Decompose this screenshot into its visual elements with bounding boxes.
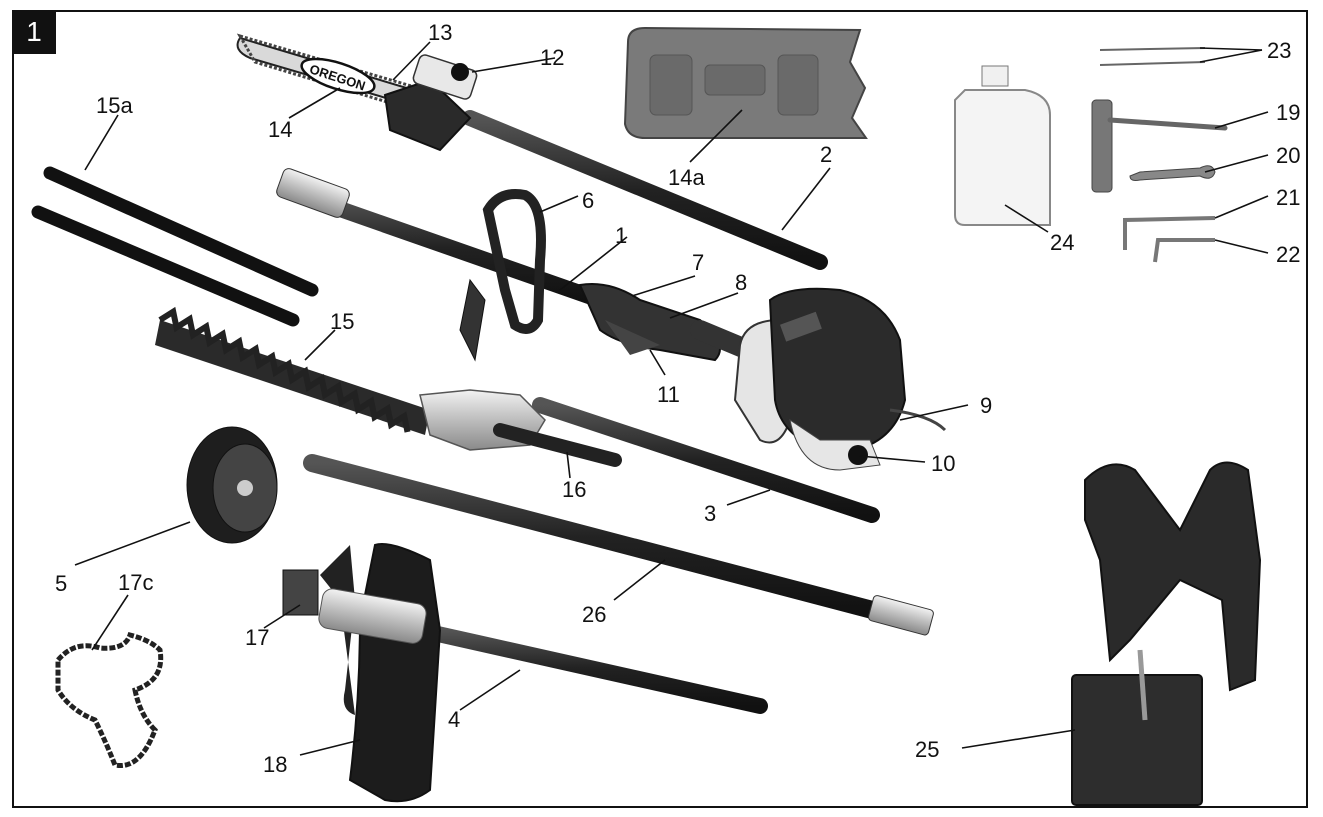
label-11: 11 bbox=[657, 382, 680, 407]
hedge-trimmer-attachment bbox=[155, 306, 880, 523]
callout-labels: 1 2 3 4 5 6 7 8 9 10 11 12 13 14 14a 15 … bbox=[55, 20, 1300, 777]
label-2: 2 bbox=[820, 142, 832, 167]
label-13: 13 bbox=[428, 20, 452, 45]
label-22: 22 bbox=[1276, 242, 1300, 267]
label-15: 15 bbox=[330, 309, 354, 334]
label-5: 5 bbox=[55, 571, 67, 596]
brushcutter-attachment bbox=[282, 543, 768, 803]
label-1: 1 bbox=[615, 223, 627, 248]
label-23: 23 bbox=[1267, 38, 1291, 63]
label-6: 6 bbox=[582, 188, 594, 213]
label-26: 26 bbox=[582, 602, 606, 627]
label-25: 25 bbox=[915, 737, 939, 762]
label-10: 10 bbox=[931, 451, 955, 476]
oil-bottle-24 bbox=[954, 65, 1051, 226]
label-18: 18 bbox=[263, 752, 287, 777]
label-8: 8 bbox=[735, 270, 747, 295]
label-7: 7 bbox=[692, 250, 704, 275]
label-20: 20 bbox=[1276, 143, 1300, 168]
label-15a: 15a bbox=[96, 93, 133, 118]
chain-cover-14a bbox=[623, 26, 868, 139]
label-16: 16 bbox=[562, 477, 586, 502]
label-21: 21 bbox=[1276, 185, 1300, 210]
extension-tubes-15a bbox=[31, 166, 319, 327]
label-3: 3 bbox=[704, 501, 716, 526]
label-4: 4 bbox=[448, 707, 460, 732]
tools-19-23 bbox=[1091, 47, 1228, 263]
label-12: 12 bbox=[540, 45, 564, 70]
leader-lines bbox=[74, 41, 1269, 756]
label-24: 24 bbox=[1050, 230, 1074, 255]
figure-number-badge: 1 bbox=[12, 10, 56, 54]
trimmer-head-5 bbox=[186, 426, 278, 544]
label-17c: 17c bbox=[118, 570, 153, 595]
extension-pole-26 bbox=[303, 454, 934, 636]
label-14a: 14a bbox=[668, 165, 705, 190]
engine-unit bbox=[733, 287, 947, 471]
label-19: 19 bbox=[1276, 100, 1300, 125]
shoulder-harness-25 bbox=[1071, 461, 1262, 806]
label-9: 9 bbox=[980, 393, 992, 418]
label-14: 14 bbox=[268, 117, 292, 142]
three-tooth-blade-17c bbox=[55, 632, 164, 769]
label-17: 17 bbox=[245, 625, 269, 650]
